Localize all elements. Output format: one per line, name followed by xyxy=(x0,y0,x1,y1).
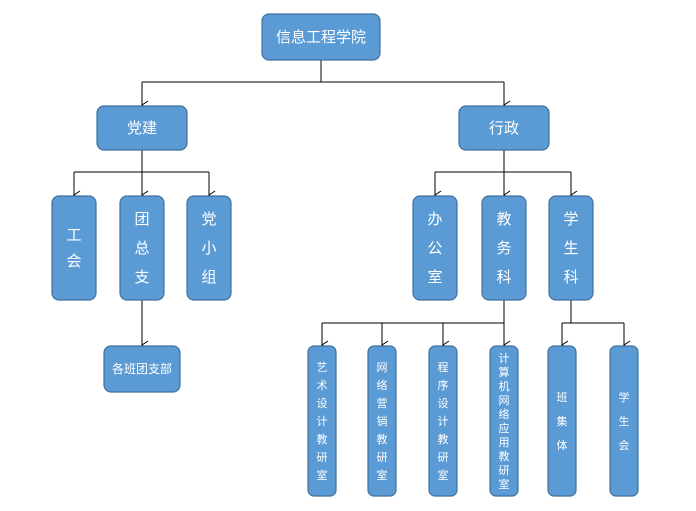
node-root-label: 信息工程学院 xyxy=(276,28,366,46)
node-union: 工会 xyxy=(51,195,97,301)
node-league: 团总支 xyxy=(119,195,165,301)
node-league-branches: 各班团支部 xyxy=(103,345,181,393)
node-student-affairs-label: 学生科 xyxy=(563,210,578,286)
node-league-branches-label: 各班团支部 xyxy=(112,361,172,376)
node-cs-room-label: 计算机网络应用教研室 xyxy=(499,352,510,491)
node-academic: 教务科 xyxy=(481,195,527,301)
node-party: 党建 xyxy=(96,105,188,151)
node-class-group: 班集体 xyxy=(547,345,577,497)
node-office-label: 办公室 xyxy=(427,210,442,286)
node-marketing-room: 网络营销教研室 xyxy=(367,345,397,497)
node-office: 办公室 xyxy=(412,195,458,301)
node-party-group: 党小组 xyxy=(186,195,232,301)
node-academic-label: 教务科 xyxy=(496,210,511,286)
node-class-group-label: 班集体 xyxy=(557,391,568,452)
node-art-room: 艺术设计教研室 xyxy=(307,345,337,497)
node-programming-room-label: 程序设计教研室 xyxy=(438,361,449,482)
node-art-room-label: 艺术设计教研室 xyxy=(317,361,328,482)
node-admin-label: 行政 xyxy=(489,119,519,137)
connectors xyxy=(73,60,631,350)
node-cs-room: 计算机网络应用教研室 xyxy=(489,345,519,497)
node-student-union: 学生会 xyxy=(609,345,639,497)
node-student-affairs: 学生科 xyxy=(548,195,594,301)
node-student-union-label: 学生会 xyxy=(619,390,630,452)
node-root: 信息工程学院 xyxy=(261,13,381,61)
node-marketing-room-label: 网络营销教研室 xyxy=(377,361,388,482)
node-league-label: 团总支 xyxy=(134,210,149,286)
node-union-label: 工会 xyxy=(66,226,81,270)
node-admin: 行政 xyxy=(458,105,550,151)
node-party-label: 党建 xyxy=(127,119,157,137)
node-party-group-label: 党小组 xyxy=(201,210,216,286)
node-programming-room: 程序设计教研室 xyxy=(428,345,458,497)
